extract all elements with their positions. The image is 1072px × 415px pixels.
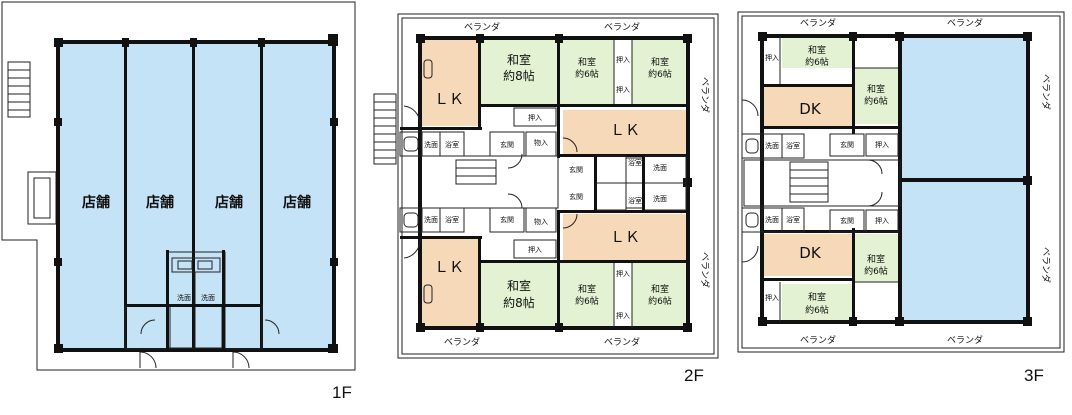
balcony-3f-right-1: ベランダ — [1040, 74, 1052, 110]
oshiire-3f-4: 押入 — [875, 216, 889, 225]
washitsu-8-upper-name: 和室 — [507, 52, 531, 67]
washitsu-6a-lower-name: 和室 — [578, 283, 596, 295]
floor-2-plan: ベランダ ベランダ ベランダ ベランダ ベランダ ベランダ ＬＫ 和室 約8帖 … — [373, 13, 719, 385]
exterior-stair — [7, 61, 31, 118]
washitsu-3f-d-size: 約6帖 — [805, 304, 829, 316]
balcony-3f-top-1: ベランダ — [800, 17, 836, 29]
yokushitsu-upper: 浴室 — [445, 140, 459, 149]
oshiire-lower-1: 押入 — [616, 269, 630, 278]
washitsu-6b-upper-name: 和室 — [651, 56, 669, 68]
dk-3f-upper: DK — [799, 100, 822, 118]
washitsu-8-upper-size: 約8帖 — [503, 68, 535, 83]
senmen-upper: 洗面 — [424, 140, 438, 149]
balcony-2f-bottom-2: ベランダ — [604, 336, 640, 348]
washitsu-6a-lower-size: 約6帖 — [575, 295, 599, 307]
senmen-3f-upper: 洗面 — [765, 141, 779, 150]
oshiire-3f-3: 押入 — [875, 140, 889, 149]
balcony-2f-right-2: ベランダ — [699, 252, 711, 288]
unit-3f-lower-right — [902, 182, 1028, 322]
washitsu-3f-c-size: 約6帖 — [864, 265, 888, 277]
genkan-upper-2: 玄関 — [569, 165, 583, 174]
oshiire-upper-3: 押入 — [528, 113, 542, 122]
genkan-3f-upper: 玄関 — [840, 140, 854, 149]
floor-label-3f: 3F — [1024, 366, 1044, 385]
washitsu-6b-lower-size: 約6帖 — [648, 295, 672, 307]
floor-3-plan: ベランダ ベランダ ベランダ ベランダ ベランダ ベランダ DK DK 和室 約… — [737, 11, 1065, 385]
shop-label-4: 店舗 — [283, 194, 311, 211]
shop-label-2: 店舗 — [146, 194, 174, 211]
site-outline-1f — [1, 1, 356, 371]
washitsu-3f-d-name: 和室 — [808, 291, 826, 303]
yokushitsu-3f-lower: 浴室 — [786, 215, 800, 224]
yokushitsu-3f-upper: 浴室 — [786, 141, 800, 150]
balcony-3f-right-2: ベランダ — [1040, 247, 1052, 283]
shop-label-1: 店舗 — [82, 194, 110, 211]
balcony-3f-top-2: ベランダ — [947, 17, 983, 29]
shop-area — [60, 42, 333, 350]
genkan-lower-2: 玄関 — [569, 192, 583, 201]
balcony-3f-bottom-1: ベランダ — [800, 334, 836, 346]
senmen-center-upper: 洗面 — [653, 163, 667, 172]
toilet-label-1: 洗面 — [177, 293, 191, 302]
balcony-2f-bottom-1: ベランダ — [444, 336, 480, 348]
washitsu-3f-b-size: 約6帖 — [864, 95, 888, 107]
washitsu-3f-a-name: 和室 — [808, 44, 826, 56]
balcony-3f-bottom-2: ベランダ — [947, 334, 983, 346]
lk-lower-label: ＬＫ — [434, 258, 464, 276]
lk-upper-label: ＬＫ — [434, 90, 464, 108]
entrance-niche — [27, 171, 57, 225]
washitsu-8-lower-name: 和室 — [507, 278, 531, 293]
genkan-lower: 玄関 — [500, 215, 514, 224]
monoire-lower: 物入 — [534, 217, 548, 226]
dk-3f-lower: DK — [799, 244, 822, 262]
lk-lower-left — [420, 238, 478, 328]
washitsu-8-lower-size: 約8帖 — [503, 295, 535, 310]
yokushitsu-center-lower: 浴室 — [628, 196, 642, 205]
balcony-2f-top-2: ベランダ — [604, 21, 640, 33]
oshiire-3f-2: 押入 — [765, 293, 779, 302]
senmen-center-lower: 洗面 — [653, 194, 667, 203]
floor-label-1f: 1F — [332, 383, 352, 402]
washitsu-3f-b-name: 和室 — [867, 83, 885, 95]
washitsu-6b-upper-size: 約6帖 — [648, 68, 672, 80]
senmen-lower: 洗面 — [424, 215, 438, 224]
washitsu-6b-lower-name: 和室 — [651, 283, 669, 295]
monoire-upper: 物入 — [534, 138, 548, 147]
oshiire-lower-2: 押入 — [616, 311, 630, 320]
toilet-label-2: 洗面 — [201, 293, 215, 302]
yokushitsu-lower: 浴室 — [445, 215, 459, 224]
washitsu-3f-c-name: 和室 — [867, 253, 885, 265]
washitsu-6a-upper-name: 和室 — [578, 56, 596, 68]
washitsu-6a-upper-size: 約6帖 — [575, 68, 599, 80]
floor-1-plan: 店舗 店舗 店舗 店舗 洗面 洗面 1F — [1, 1, 356, 402]
oshiire-upper-2: 押入 — [616, 85, 630, 94]
exterior-stair-2f — [373, 93, 397, 165]
washitsu-3f-a-size: 約6帖 — [805, 56, 829, 68]
senmen-3f-lower: 洗面 — [765, 215, 779, 224]
oshiire-3f-1: 押入 — [765, 53, 779, 62]
shop-label-3: 店舗 — [215, 194, 243, 211]
floor-label-2f: 2F — [684, 366, 704, 385]
genkan-3f-lower: 玄関 — [840, 216, 854, 225]
balcony-2f-right-1: ベランダ — [699, 77, 711, 113]
lk2-lower-label: ＬＫ — [610, 228, 640, 246]
oshiire-upper-1: 押入 — [616, 55, 630, 64]
oshiire-lower-3: 押入 — [528, 245, 542, 254]
balcony-2f-top-1: ベランダ — [464, 21, 500, 33]
lk-upper-left — [420, 40, 478, 126]
lk2-upper-label: ＬＫ — [610, 121, 640, 139]
unit-3f-upper-right — [902, 36, 1028, 178]
genkan-upper: 玄関 — [500, 140, 514, 149]
yokushitsu-center-upper: 浴室 — [628, 158, 642, 167]
